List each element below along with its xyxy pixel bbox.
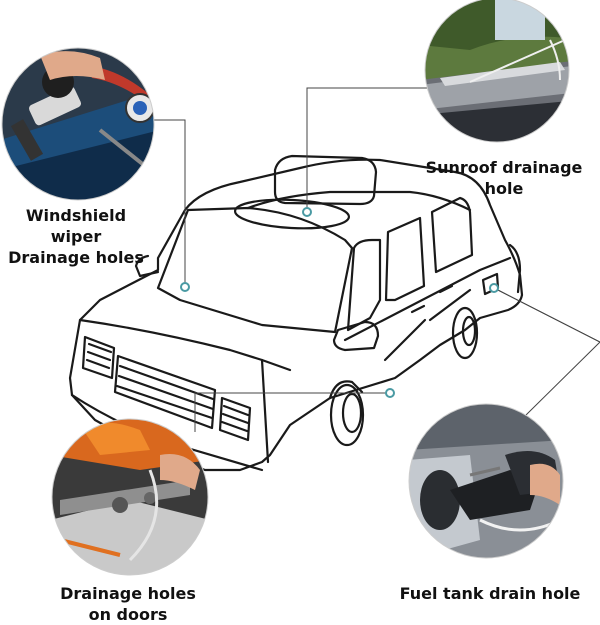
leader-sunroof bbox=[306, 87, 430, 212]
photo-door-drain bbox=[51, 418, 209, 576]
label-sunroof-line2: hole bbox=[484, 179, 524, 198]
label-sunroof-line1: Sunroof drainage bbox=[425, 158, 583, 177]
label-fuel-tank-line1: Fuel tank drain hole bbox=[399, 584, 581, 603]
label-doors-line1: Drainage holes bbox=[60, 584, 196, 603]
photo-windshield-wiper bbox=[1, 47, 155, 201]
label-windshield-wiper-line2: Drainage holes bbox=[8, 248, 144, 267]
label-doors-line2: on doors bbox=[88, 605, 168, 624]
photo-fuel-tank bbox=[408, 403, 564, 559]
marker-doors bbox=[385, 388, 395, 398]
label-fuel-tank: Fuel tank drain hole bbox=[390, 583, 590, 604]
marker-wiper bbox=[180, 282, 190, 292]
label-windshield-wiper: Windshield wiper Drainage holes bbox=[0, 205, 152, 268]
markers bbox=[180, 207, 499, 398]
marker-sunroof bbox=[302, 207, 312, 217]
leader-doors bbox=[194, 392, 390, 432]
leader-fuel-2 bbox=[493, 287, 600, 343]
leader-fuel-1 bbox=[493, 287, 600, 416]
marker-fuel bbox=[489, 283, 499, 293]
label-sunroof: Sunroof drainage hole bbox=[420, 157, 588, 199]
photo-sunroof bbox=[424, 0, 570, 143]
label-windshield-wiper-line1: Windshield wiper bbox=[25, 206, 127, 246]
label-doors: Drainage holes on doors bbox=[42, 583, 214, 625]
